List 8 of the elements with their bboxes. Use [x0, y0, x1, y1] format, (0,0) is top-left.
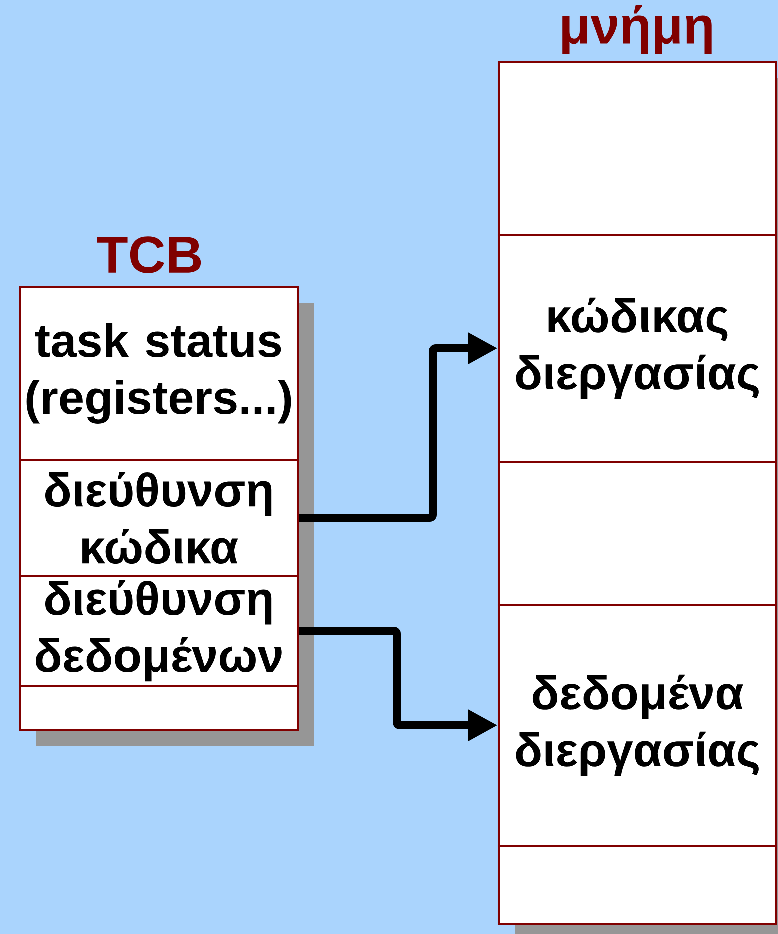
heading: μνήμη	[562, 5, 712, 55]
empty-cell	[498, 461, 777, 606]
table-cell: task status (registers...)	[19, 286, 299, 461]
empty-cell	[19, 685, 299, 731]
empty-cell	[498, 845, 777, 925]
heading: TCB	[97, 236, 202, 274]
empty-cell	[498, 61, 777, 236]
table-cell: κώδικας διεργασίας	[498, 234, 777, 463]
